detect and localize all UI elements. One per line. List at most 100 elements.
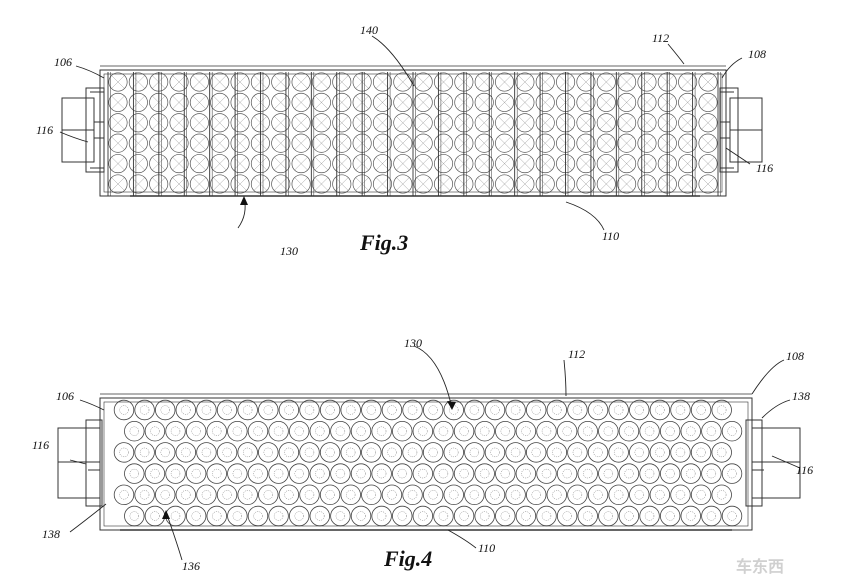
fig3-cell <box>535 72 555 92</box>
fig4-cell-core <box>139 447 150 458</box>
fig3-cell <box>698 72 718 92</box>
fig4-cell-core <box>603 468 614 479</box>
fig4-cell-core <box>624 511 634 521</box>
fig3-cell <box>169 113 189 133</box>
fig3-cell <box>433 133 454 153</box>
fig3-cell-cross <box>111 95 125 109</box>
fig3-cell-cross <box>620 75 634 89</box>
fig3-cell <box>291 154 311 174</box>
fig3-cell <box>413 133 433 153</box>
fig4-cell-core <box>356 511 366 521</box>
fig4-cell <box>350 463 372 484</box>
fig3-cell-cross <box>477 116 491 130</box>
fig4-cell-core <box>418 511 428 521</box>
fig3-cell <box>637 113 657 133</box>
fig4-cell-core <box>583 468 593 479</box>
fig4-cell-core <box>284 490 294 500</box>
fig3-cell <box>291 92 311 112</box>
fig3-cell <box>678 92 698 112</box>
fig3-cell-cross <box>620 157 634 171</box>
fig3-cell-cross <box>640 136 654 150</box>
fig4-cell <box>556 463 578 484</box>
fig3-cell <box>515 174 535 194</box>
fig4-cell-core <box>397 511 407 521</box>
fig4-cell <box>412 505 434 527</box>
fig4-cell-core <box>242 405 253 415</box>
fig4-cell-core <box>397 468 407 479</box>
fig4-cell <box>639 505 660 527</box>
fig3-cell-cross <box>192 157 206 171</box>
fig3-cell-cross <box>640 116 654 130</box>
fig3-cell <box>108 174 128 194</box>
fig4-cell <box>371 420 392 442</box>
fig4-cell-core <box>449 447 459 458</box>
fig4-cell <box>185 463 207 484</box>
fig3-cell <box>210 154 230 174</box>
fig3-caption: Fig.3 <box>359 230 408 255</box>
fig3-cell-cross <box>436 75 451 89</box>
fig4-cell-core <box>655 490 665 500</box>
fig4-cell <box>175 399 197 421</box>
fig4-cell <box>299 484 320 506</box>
fig4-cell <box>484 442 506 463</box>
fig3-cell <box>271 154 291 174</box>
fig3-cell <box>698 133 718 153</box>
fig3-cell <box>413 72 433 92</box>
fig3-cell-cross <box>538 157 552 171</box>
fig3-cell <box>413 92 433 112</box>
fig4-cell <box>330 420 351 442</box>
fig4-cell-core <box>407 405 418 415</box>
fig4-cell-core <box>428 447 438 458</box>
fig4-cell <box>495 505 516 527</box>
fig3-cell <box>617 174 637 194</box>
fig4-cell-core <box>304 447 315 458</box>
fig3-cell-cross <box>518 116 532 130</box>
fig4-cell <box>216 442 238 463</box>
fig3-cell-cross <box>436 95 451 109</box>
fig4-cell <box>185 505 207 527</box>
fig4-cell <box>598 420 619 442</box>
fig4-cell <box>629 442 650 463</box>
fig3-cell-cross <box>579 116 593 130</box>
fig3-cell <box>678 113 698 133</box>
fig4-cell <box>649 399 671 421</box>
fig4-cell-core <box>572 405 583 415</box>
fig4-cell-core <box>139 490 150 500</box>
fig4-label-112: 112 <box>568 347 585 361</box>
fig3-cell <box>637 72 657 92</box>
fig3-label-130: 130 <box>280 244 298 258</box>
fig4-cell-core <box>449 490 459 500</box>
fig4-cell-core <box>500 511 510 521</box>
fig4-cell <box>690 484 712 506</box>
fig3-cell-cross <box>681 157 695 171</box>
fig3-cell <box>678 72 698 92</box>
fig3-cell-cross <box>579 157 593 171</box>
fig4-cell-core <box>613 447 624 458</box>
fig3-cell <box>576 92 596 112</box>
fig4-cell <box>144 463 166 484</box>
fig3-cell <box>210 92 230 112</box>
fig4-cell <box>206 463 227 484</box>
fig3-cell-cross <box>233 75 247 89</box>
fig3-cell <box>393 113 413 133</box>
fig3-cell <box>291 133 311 153</box>
fig3-cell-cross <box>497 116 512 130</box>
fig4-label-138-right: 138 <box>792 389 810 403</box>
fig4-cell-core <box>459 426 469 436</box>
fig4-cell <box>350 505 372 527</box>
fig3-cell <box>576 133 596 153</box>
fig3-cell <box>230 113 250 133</box>
fig4-cell <box>237 399 258 421</box>
fig4-cell-core <box>521 426 531 436</box>
fig4-cell <box>474 463 495 484</box>
fig4-cell <box>309 463 331 484</box>
fig3-cell-cross <box>131 157 145 171</box>
fig4-cell-core <box>325 490 335 500</box>
fig3-cell-cross <box>681 136 695 150</box>
fig3-cell-cross <box>213 75 227 89</box>
fig3-cell <box>332 72 352 92</box>
fig3-cell <box>576 154 596 174</box>
fig4-cell <box>402 484 423 506</box>
fig4-cell-core <box>242 447 253 458</box>
fig4-cell-core <box>613 405 624 415</box>
